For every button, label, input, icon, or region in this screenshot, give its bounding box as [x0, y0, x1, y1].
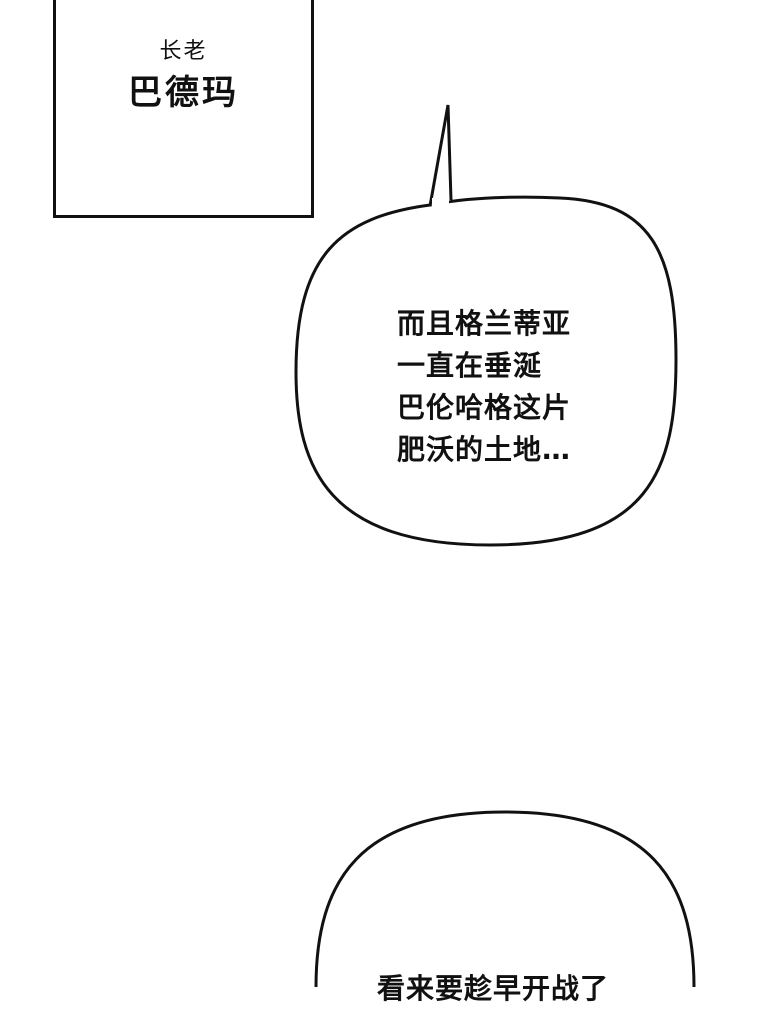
speech-bubble-1-tail: [428, 104, 453, 207]
character-title: 长老: [159, 39, 208, 64]
speech-line: 而且格兰蒂亚: [397, 307, 572, 340]
speech-bubble-2-text: 看来要趁早开战了: [377, 972, 610, 1005]
speech-line: 巴伦哈格这片: [397, 391, 572, 424]
speech-line: 肥沃的土地…: [397, 433, 572, 466]
speech-bubble-1-shape: [294, 195, 678, 547]
character-caption-box: 长老 巴德玛: [53, 0, 314, 218]
speech-bubbles-layer: [294, 104, 696, 987]
speech-line: 一直在垂涎: [397, 349, 543, 382]
character-name: 巴德玛: [128, 73, 239, 113]
speech-bubble-1-text: 而且格兰蒂亚 一直在垂涎 巴伦哈格这片 肥沃的土地…: [397, 303, 607, 471]
speech-bubble-2-shape: [314, 810, 696, 987]
